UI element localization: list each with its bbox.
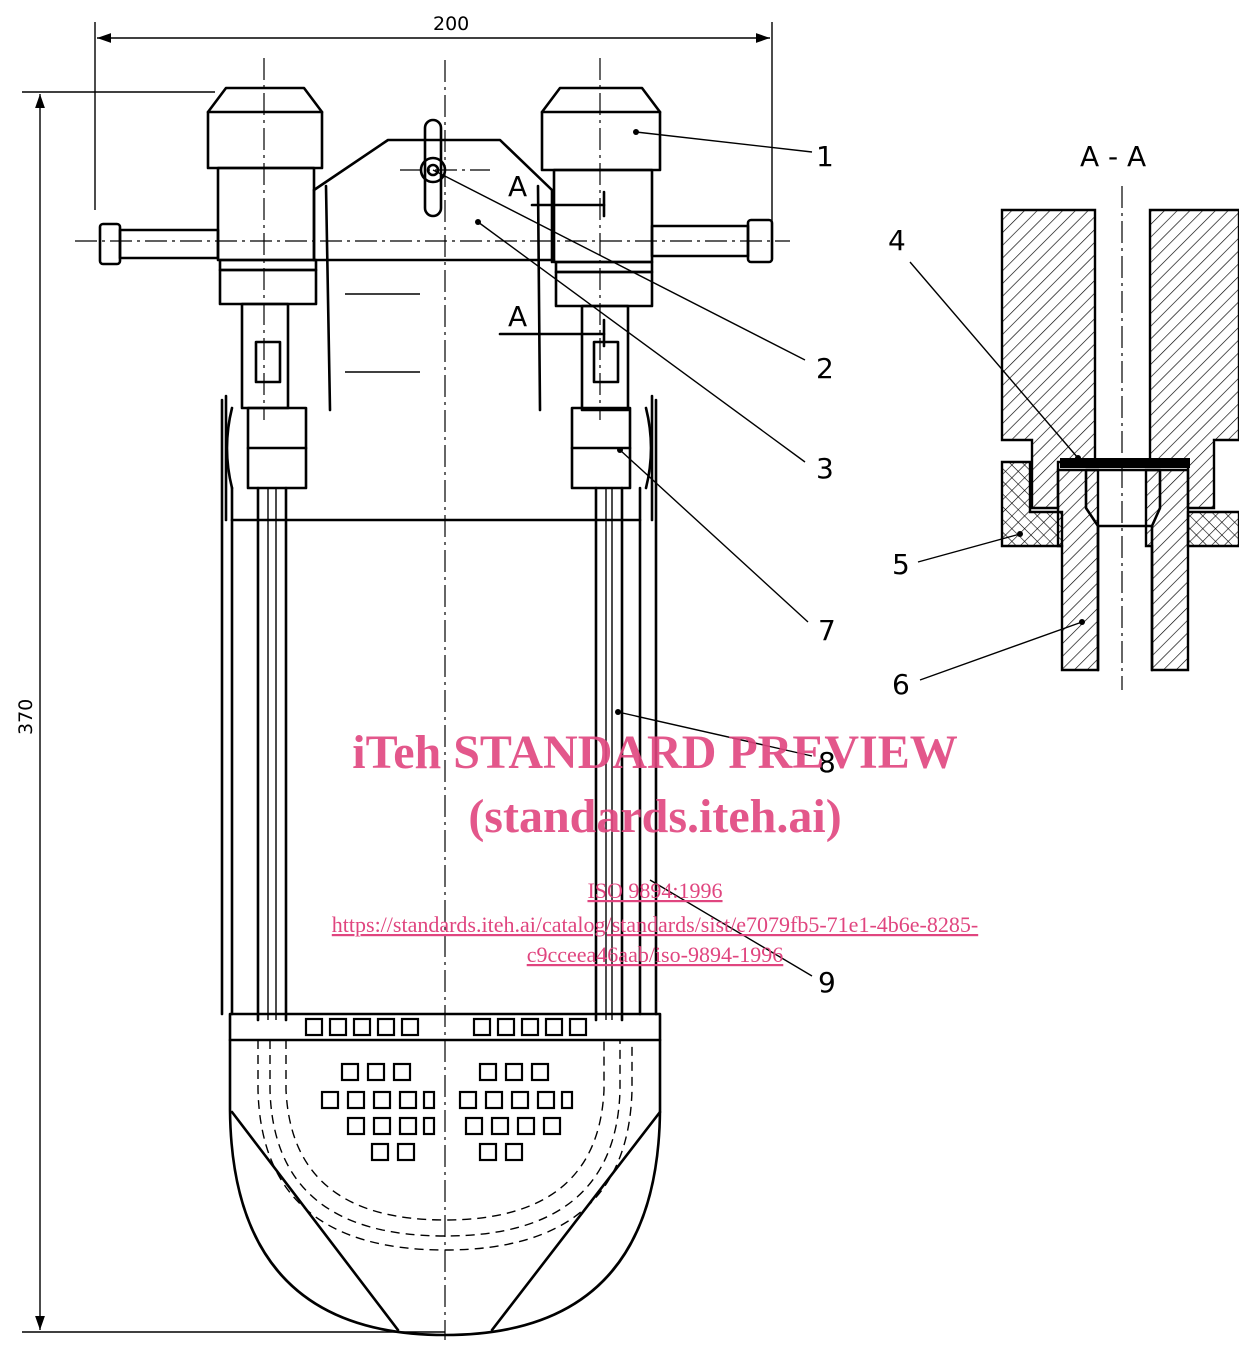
callout-4: 4 (888, 224, 906, 257)
watermark-subtitle: (standards.iteh.ai) (468, 790, 841, 843)
sampler-assembly: A A (98, 86, 774, 1337)
width-dimension-label: 200 (433, 13, 469, 35)
width-dimension: 200 (94, 13, 773, 235)
center-lines (75, 58, 790, 1340)
height-dimension: 370 (15, 91, 445, 1333)
watermark-doc-ref[interactable]: ISO 9894:1996 (587, 878, 722, 903)
callout-9: 9 (818, 966, 836, 999)
section-detail: A - A (1000, 140, 1239, 690)
leader-lines (432, 129, 1085, 977)
callout-8: 8 (818, 746, 836, 779)
section-marker-label: A (508, 170, 527, 203)
watermark-url-line-1[interactable]: https://standards.iteh.ai/catalog/standa… (332, 912, 978, 937)
callout-1: 1 (816, 140, 834, 173)
section-marker-label: A (508, 300, 527, 333)
callout-labels: 1 2 3 4 5 6 7 8 9 (816, 140, 910, 999)
callout-2: 2 (816, 352, 834, 385)
watermark-title: iTeh STANDARD PREVIEW (352, 726, 957, 779)
callout-6: 6 (892, 668, 910, 701)
callout-5: 5 (892, 548, 910, 581)
section-marker-upper: A (508, 170, 606, 218)
height-dimension-label: 370 (15, 699, 37, 735)
watermark-url-line-2[interactable]: c9cceea46aab/iso-9894-1996 (527, 942, 784, 967)
section-title: A - A (1080, 140, 1146, 173)
section-marker-lower: A (498, 300, 606, 348)
callout-3: 3 (816, 452, 834, 485)
watermark: iTeh STANDARD PREVIEW (standards.iteh.ai… (332, 726, 978, 967)
callout-7: 7 (818, 614, 836, 647)
